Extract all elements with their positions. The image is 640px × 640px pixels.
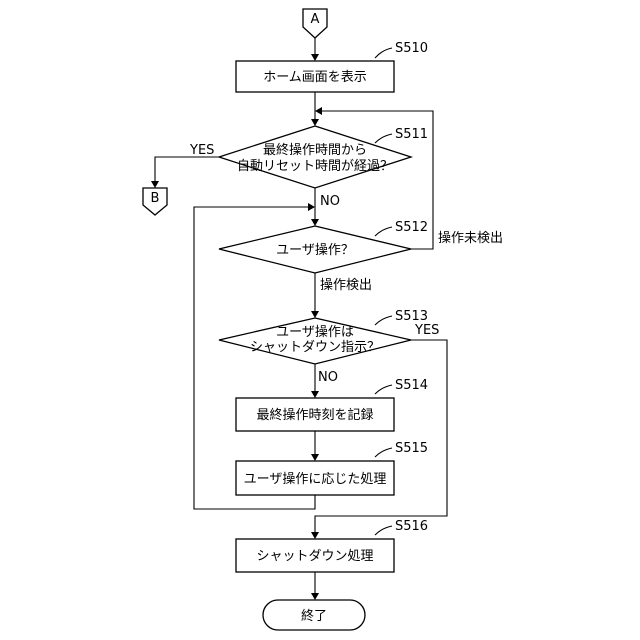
edge-s511-no: NO <box>320 194 340 209</box>
end-text: 終了 <box>301 608 327 624</box>
step-s515-id: S515 <box>395 441 428 456</box>
step-s515-text: ユーザ操作に応じた処理 <box>244 471 387 487</box>
step-s514-id: S514 <box>395 378 428 393</box>
decision-s511-line2: 自動リセット時間が経過？ <box>237 159 393 174</box>
decision-s513-line2: シャットダウン指示？ <box>250 340 380 355</box>
decision-s512-text: ユーザ操作？ <box>276 242 354 258</box>
edge-s511-yes: YES <box>189 143 214 158</box>
edge-s512-detect: 操作検出 <box>320 277 372 293</box>
edge-s512-none: 操作未検出 <box>438 230 503 246</box>
connector-b-label: B <box>151 191 160 206</box>
decision-s513-id: S513 <box>395 309 428 324</box>
edge-s513-no: NO <box>318 370 338 385</box>
decision-s511-id: S511 <box>395 127 428 142</box>
step-s510-text: ホーム画面を表示 <box>263 70 367 85</box>
decision-s512-id: S512 <box>395 220 428 235</box>
decision-s511-line1: 最終操作時間から <box>263 142 367 158</box>
decision-s513-line1: ユーザ操作は <box>276 324 354 340</box>
connector-a-label: A <box>311 12 320 27</box>
edge-s513-yes: YES <box>414 323 439 338</box>
step-s516-text: シャットダウン処理 <box>256 549 373 564</box>
step-s516-id: S516 <box>395 519 428 534</box>
step-s514-text: 最終操作時刻を記録 <box>256 407 373 423</box>
step-s510-id: S510 <box>395 41 428 56</box>
